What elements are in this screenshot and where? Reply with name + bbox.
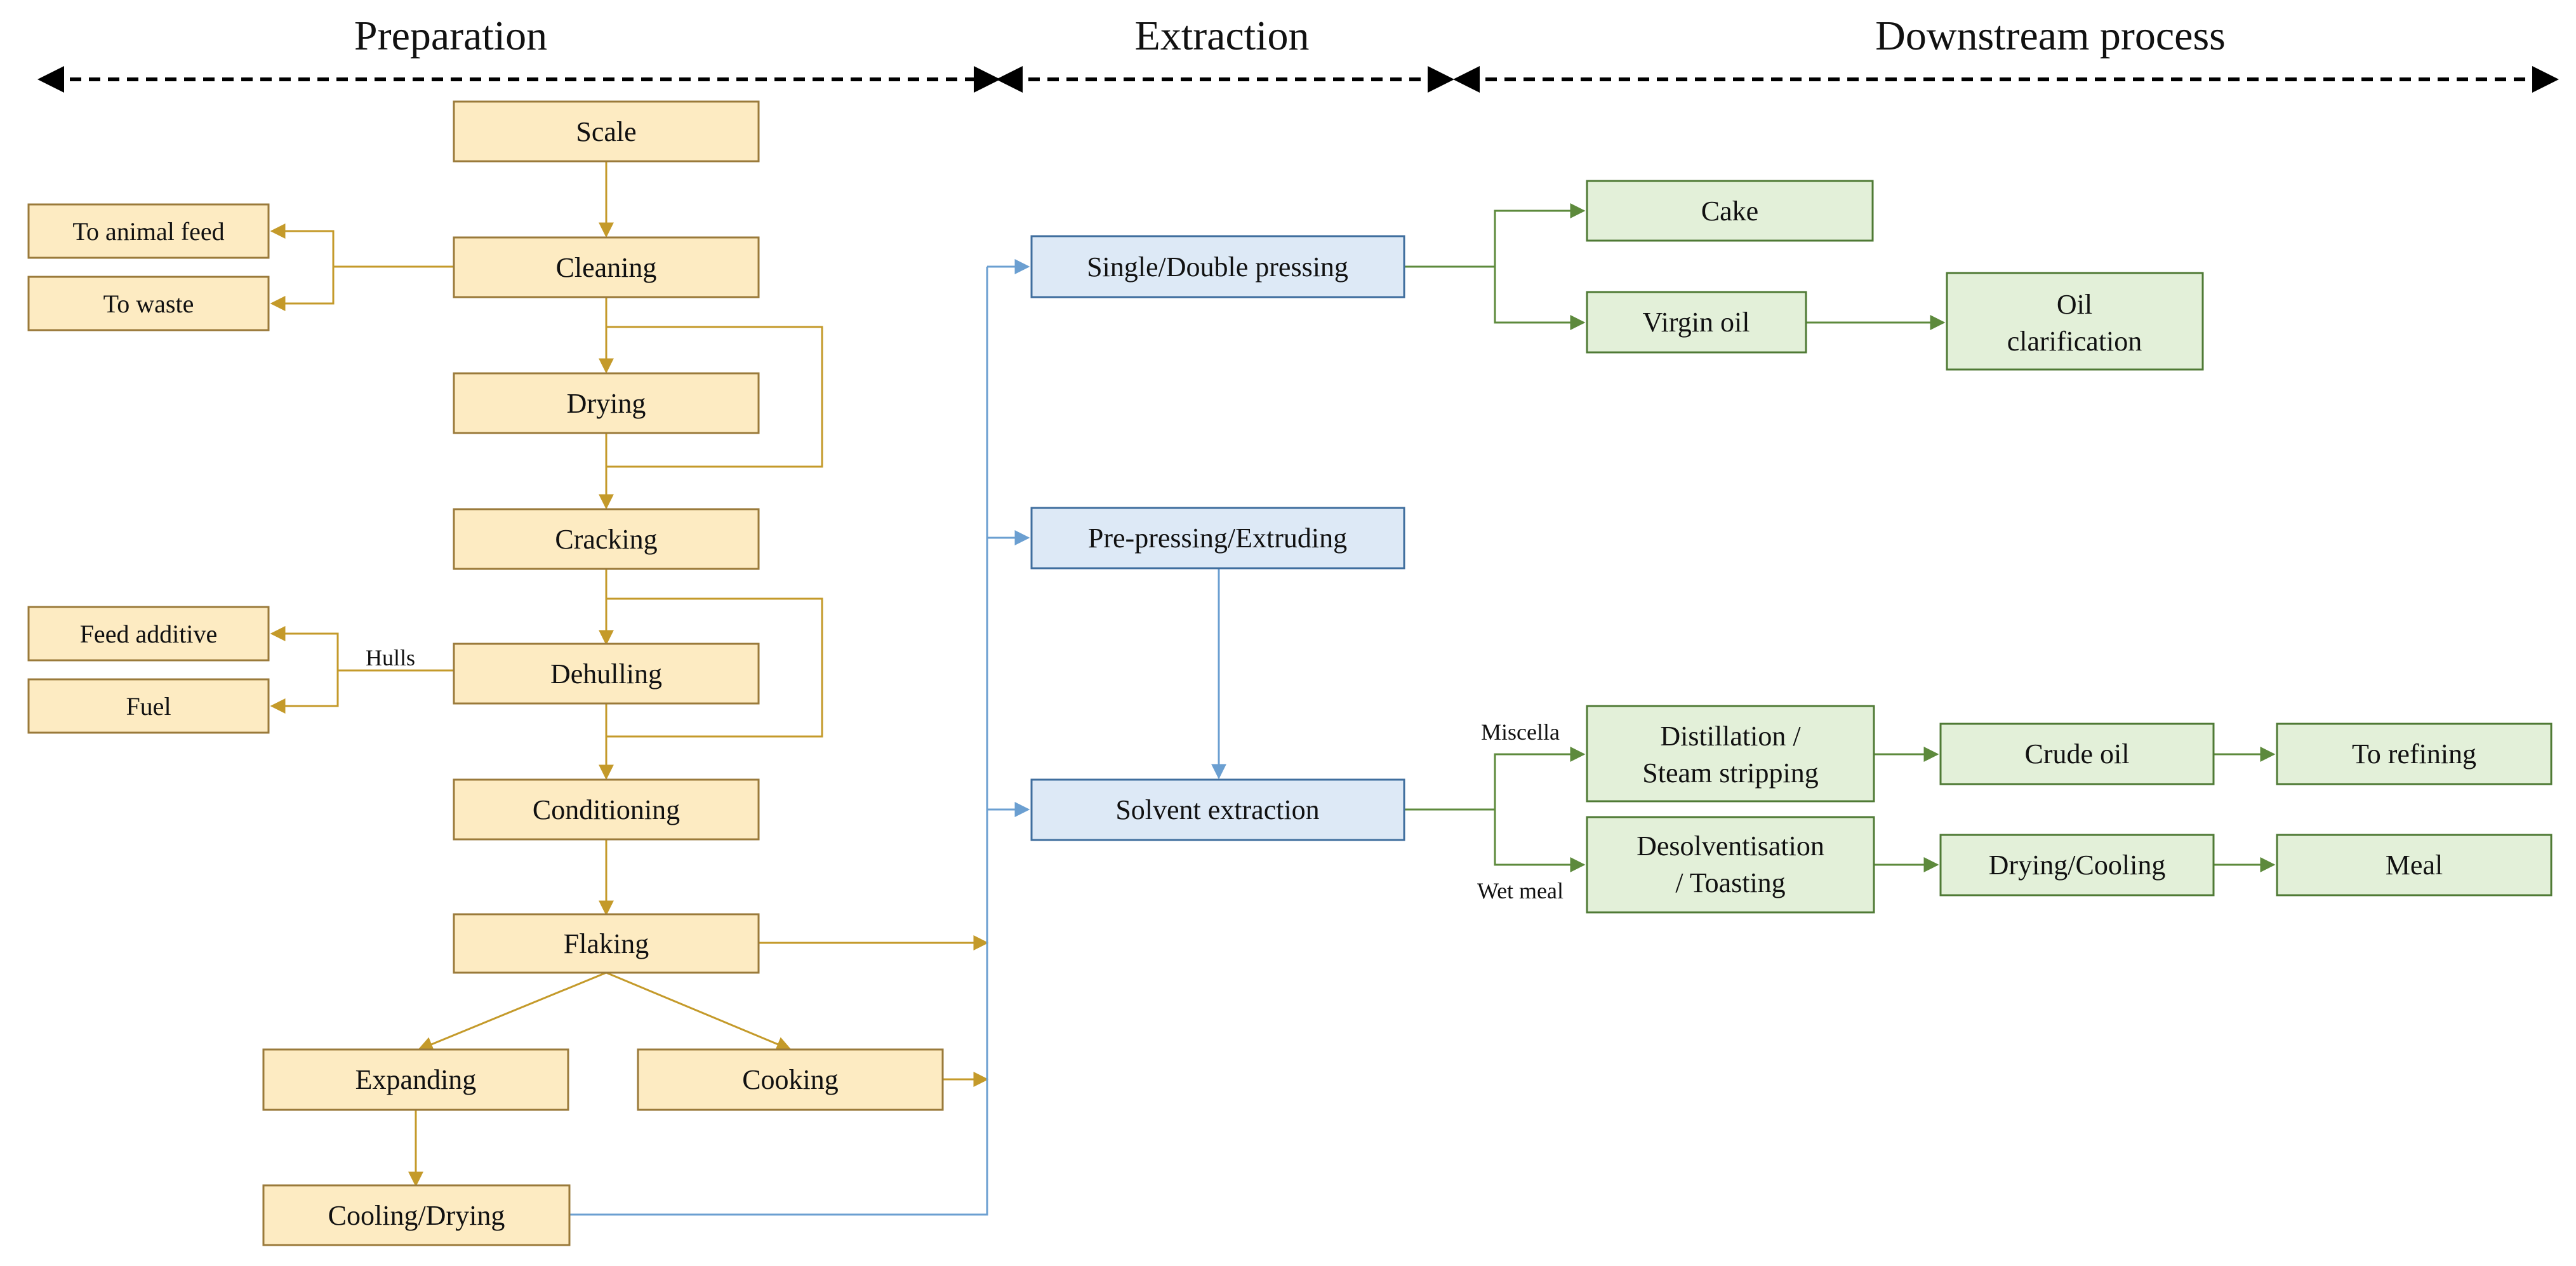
- downstream-stage: Cake Virgin oil Oil clarification Miscel…: [1477, 180, 2553, 914]
- wet-meal-label: Wet meal: [1477, 878, 1564, 903]
- to-waste-arrow: [270, 267, 335, 311]
- to-animal-feed-node: To animal feed: [27, 203, 270, 259]
- to-cake-arrow: [1494, 203, 1586, 267]
- to-fuel-arrow: [270, 670, 339, 714]
- to-waste-node: To waste: [27, 276, 270, 331]
- stage-headers: Preparation Extraction Downstream proces…: [37, 13, 2559, 93]
- extraction-connectors: [569, 259, 1226, 1216]
- to-animal-feed-label: To animal feed: [72, 217, 224, 246]
- header-preparation: Preparation: [354, 13, 547, 59]
- cooking-node: Cooking: [637, 1048, 944, 1111]
- drying-node: Drying: [453, 372, 760, 434]
- cooling-drying-label: Cooling/Drying: [328, 1200, 505, 1231]
- downstream-connectors: [1404, 203, 2276, 872]
- desolventisation-node: Desolventisation / Toasting: [1586, 816, 1875, 914]
- to-refining-label: To refining: [2352, 738, 2476, 770]
- distillation-label-line2: Steam stripping: [1642, 757, 1818, 789]
- to-animal-feed-arrow: [270, 223, 335, 267]
- extraction-stage: Single/Double pressing Pre-pressing/Extr…: [1030, 235, 1405, 841]
- flaking-node: Flaking: [453, 913, 760, 974]
- conditioning-label: Conditioning: [533, 794, 680, 825]
- drying-label: Drying: [567, 388, 646, 419]
- scale-label: Scale: [576, 116, 636, 147]
- solvent-extraction-node: Solvent extraction: [1030, 778, 1405, 841]
- preparation-stage: Scale Cleaning To animal feed To waste D…: [27, 100, 944, 1246]
- cake-node: Cake: [1586, 180, 1874, 242]
- cleaning-node: Cleaning: [453, 236, 760, 298]
- solvent-extraction-label: Solvent extraction: [1115, 794, 1319, 825]
- header-downstream: Downstream process: [1875, 13, 2226, 59]
- feed-additive-label: Feed additive: [80, 620, 218, 648]
- pre-pressing-extruding-label: Pre-pressing/Extruding: [1088, 523, 1347, 554]
- conditioning-node: Conditioning: [453, 778, 760, 841]
- header-extraction: Extraction: [1135, 13, 1310, 59]
- expanding-label: Expanding: [355, 1064, 477, 1095]
- expanding-node: Expanding: [262, 1048, 569, 1111]
- desolventisation-label-line1: Desolventisation: [1637, 830, 1824, 862]
- distillation-label-line1: Distillation /: [1660, 721, 1801, 752]
- distillation-node: Distillation / Steam stripping: [1586, 705, 1875, 803]
- cleaning-label: Cleaning: [556, 252, 657, 283]
- cake-label: Cake: [1701, 196, 1758, 227]
- scale-node: Scale: [453, 100, 760, 163]
- to-desolventisation-arrow: [1494, 810, 1586, 872]
- to-virgin-oil-arrow: [1494, 267, 1586, 330]
- hulls-label: Hulls: [366, 645, 415, 670]
- oil-clarification-label-line1: Oil: [2057, 289, 2092, 320]
- meal-label: Meal: [2386, 850, 2443, 881]
- preparation-connectors: [270, 161, 989, 1187]
- virgin-oil-label: Virgin oil: [1643, 307, 1750, 338]
- dehulling-label: Dehulling: [550, 658, 662, 690]
- drying-cooling-label: Drying/Cooling: [1989, 850, 2166, 881]
- dehulling-bypass-line: [606, 597, 823, 738]
- drying-cooling-node: Drying/Cooling: [1939, 834, 2215, 896]
- crude-oil-label: Crude oil: [2025, 738, 2130, 770]
- to-waste-label: To waste: [103, 290, 194, 318]
- flaking-to-expanding-arrow: [417, 971, 607, 1051]
- fuel-label: Fuel: [126, 692, 171, 721]
- to-refining-node: To refining: [2276, 723, 2553, 785]
- flaking-label: Flaking: [564, 928, 649, 959]
- miscella-label: Miscella: [1481, 719, 1560, 745]
- dehulling-node: Dehulling: [453, 643, 760, 705]
- flaking-to-cooking-arrow: [606, 971, 792, 1051]
- virgin-oil-node: Virgin oil: [1586, 291, 1807, 354]
- single-double-pressing-node: Single/Double pressing: [1030, 235, 1405, 298]
- crude-oil-node: Crude oil: [1939, 723, 2215, 785]
- cooling-to-extraction-line: [569, 267, 988, 1216]
- to-feed-additive-arrow: [270, 626, 339, 670]
- cooling-drying-node: Cooling/Drying: [262, 1184, 571, 1246]
- cracking-node: Cracking: [453, 508, 760, 570]
- cooking-label: Cooking: [742, 1064, 839, 1095]
- oil-clarification-label-line2: clarification: [2007, 326, 2142, 357]
- desolventisation-label-line2: / Toasting: [1675, 867, 1785, 898]
- oil-clarification-node: Oil clarification: [1946, 272, 2204, 371]
- fuel-node: Fuel: [27, 678, 270, 734]
- meal-node: Meal: [2276, 834, 2553, 896]
- drying-bypass-line: [606, 326, 823, 468]
- feed-additive-node: Feed additive: [27, 606, 270, 662]
- cracking-label: Cracking: [555, 524, 657, 555]
- pre-pressing-extruding-node: Pre-pressing/Extruding: [1030, 507, 1405, 570]
- to-distillation-arrow: [1494, 747, 1586, 810]
- single-double-pressing-label: Single/Double pressing: [1087, 251, 1348, 283]
